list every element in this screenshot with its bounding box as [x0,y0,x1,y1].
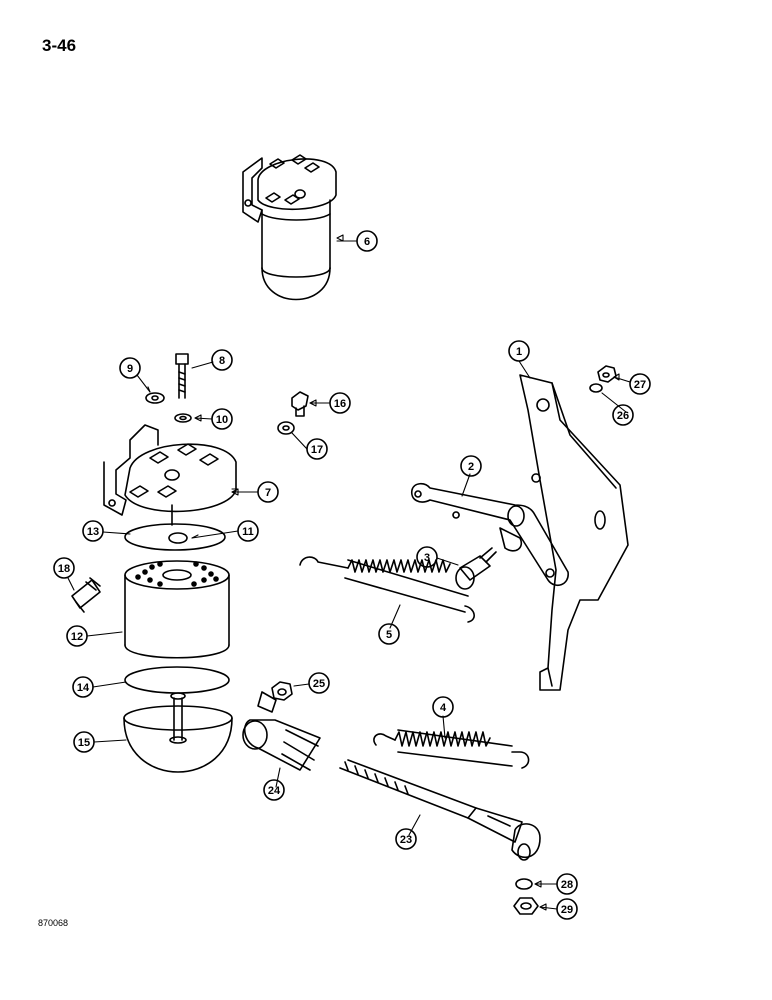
callout-label: 26 [617,410,629,422]
lever-2 [410,482,569,587]
callout-15: 15 [73,731,95,753]
callout-12: 12 [66,625,88,647]
callout-label: 6 [364,236,370,248]
seal-11 [168,532,188,544]
callout-label: 23 [400,834,412,846]
callout-label: 14 [77,682,90,694]
bracket-1 [519,374,629,691]
leader-lines [67,234,631,911]
o-ring-13 [124,523,226,551]
spring-4 [373,729,530,769]
nut-25 [271,681,293,701]
bowl-15 [123,692,233,773]
washer-17 [277,421,295,435]
callout-label: 12 [71,631,83,643]
callout-label: 28 [561,879,573,891]
callout-label: 24 [268,785,281,797]
callout-7: 7 [257,481,279,503]
nut-29 [513,897,539,915]
callout-label: 5 [386,629,392,641]
fitting-16 [291,391,309,417]
callout-29: 29 [556,898,578,920]
figure-code: 870068 [38,918,69,928]
filter-assembly-6 [242,154,337,301]
bolt-8 [175,353,189,399]
callout-label: 3 [424,552,430,564]
callout-6: 6 [356,230,378,252]
callout-label: 11 [242,526,254,538]
filter-head-7 [103,424,237,526]
callout-18: 18 [53,557,75,579]
callout-23: 23 [395,828,417,850]
callout-label: 8 [219,355,225,367]
callout-11: 11 [237,520,259,542]
rod-23 [339,759,541,861]
callout-label: 27 [634,379,646,391]
ball-joint-24 [242,691,321,771]
callout-5: 5 [378,623,400,645]
callout-16: 16 [329,392,351,414]
callout-label: 9 [127,363,133,375]
callout-10: 10 [211,408,233,430]
callout-label: 15 [78,737,90,749]
callout-25: 25 [308,672,330,694]
callout-1: 1 [508,340,530,362]
filter-element-12 [124,560,230,659]
washer-26 [589,383,603,393]
callout-label: 17 [311,444,323,456]
washer-9 [145,392,165,404]
callout-label: 1 [516,346,522,358]
callout-17: 17 [306,438,328,460]
callout-label: 13 [87,526,99,538]
callout-2: 2 [460,455,482,477]
callout-13: 13 [82,520,104,542]
callout-26: 26 [612,404,634,426]
callout-label: 7 [265,487,271,499]
callout-label: 10 [216,414,228,426]
callout-27: 27 [629,373,651,395]
callout-14: 14 [72,676,94,698]
callout-9: 9 [119,357,141,379]
spring-5 [299,556,475,623]
callout-4: 4 [432,696,454,718]
callout-label: 18 [58,563,70,575]
callout-24: 24 [263,779,285,801]
nut-27 [597,365,617,383]
callout-label: 25 [313,678,325,690]
callout-3: 3 [416,546,438,568]
callout-label: 16 [334,398,346,410]
callout-label: 2 [468,461,474,473]
callout-label: 4 [440,702,447,714]
pivot-bolt-3 [455,547,497,590]
washer-10 [174,413,192,423]
callout-label: 29 [561,904,573,916]
page-number: 3-46 [42,36,77,55]
washer-28 [515,878,533,890]
callout-28: 28 [556,873,578,895]
o-ring-14 [124,666,230,694]
callout-8: 8 [211,349,233,371]
fitting-18 [71,577,101,613]
